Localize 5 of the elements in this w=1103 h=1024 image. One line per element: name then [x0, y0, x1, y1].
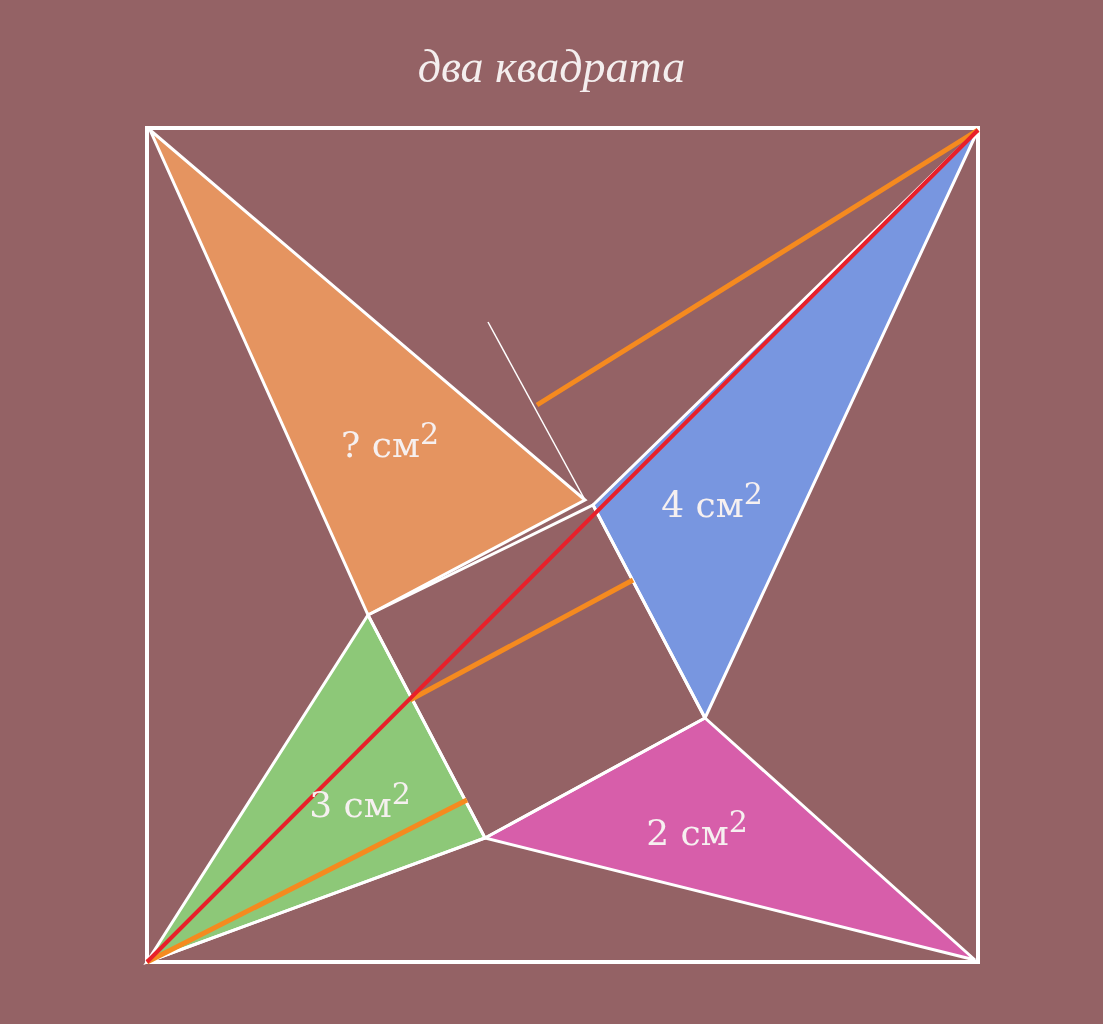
area-label: ? см$^{2}$: [341, 415, 439, 465]
area-label: 4 см$^{2}$: [661, 475, 763, 525]
area-label: 2 см$^{2}$: [646, 803, 748, 853]
area-label: 3 см$^{2}$: [309, 775, 411, 825]
title: два квадрата: [417, 40, 686, 93]
